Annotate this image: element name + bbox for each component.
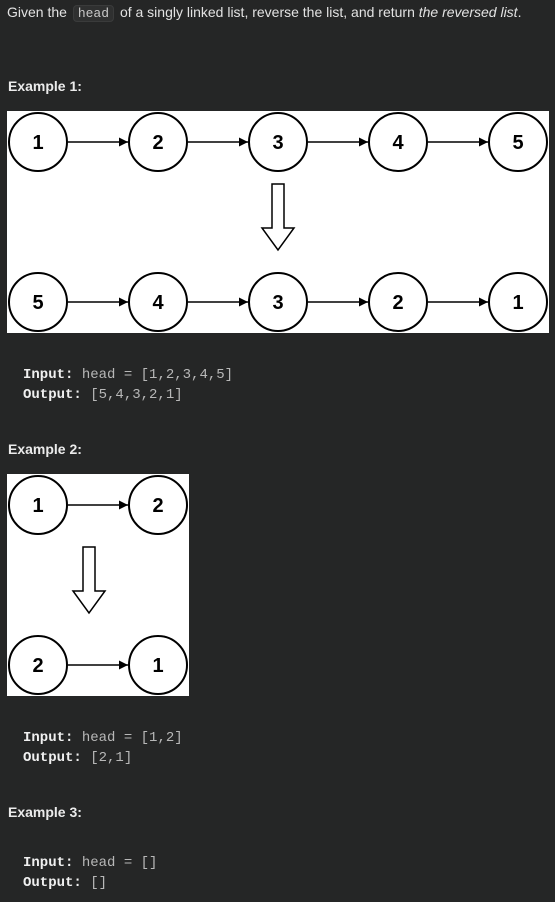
- input-label: Input:: [23, 367, 74, 383]
- example-2-title: Example 2:: [8, 441, 82, 457]
- svg-text:3: 3: [272, 292, 283, 314]
- svg-text:3: 3: [272, 132, 283, 154]
- node-bottom-1: 5: [8, 272, 68, 332]
- node-top-4: 4: [368, 112, 428, 172]
- output-label: Output:: [23, 387, 82, 403]
- node-top-5: 5: [488, 112, 548, 172]
- output-value: []: [90, 875, 108, 891]
- svg-text:1: 1: [32, 495, 43, 517]
- example-2-diagram: 1 2 2 1: [7, 474, 189, 696]
- output-label: Output:: [23, 875, 82, 891]
- svg-text:2: 2: [152, 495, 163, 517]
- input-value: head = [1,2,3,4,5]: [81, 367, 234, 383]
- node-bottom-1: 2: [8, 635, 68, 695]
- example-1-diagram: 1 2 3 4 5 5 4 3 2 1: [7, 111, 549, 333]
- svg-text:2: 2: [32, 655, 43, 677]
- example-1-title: Example 1:: [8, 78, 82, 94]
- svg-text:5: 5: [512, 132, 523, 154]
- down-arrow-icon: [260, 183, 296, 252]
- node-top-2: 2: [128, 112, 188, 172]
- svg-text:4: 4: [152, 292, 164, 314]
- svg-text:2: 2: [152, 132, 163, 154]
- svg-text:5: 5: [32, 292, 43, 314]
- svg-text:4: 4: [392, 132, 404, 154]
- svg-text:1: 1: [152, 655, 163, 677]
- output-value: [2,1]: [90, 750, 133, 766]
- node-top-2: 2: [128, 475, 188, 535]
- node-top-1: 1: [8, 112, 68, 172]
- problem-statement: Given the head of a singly linked list, …: [7, 4, 522, 22]
- node-bottom-2: 1: [128, 635, 188, 695]
- statement-emphasis: the reversed list: [418, 4, 518, 20]
- example-1-io: Input: head = [1,2,3,4,5] Output: [5,4,3…: [23, 365, 233, 405]
- example-3-io: Input: head = [] Output: []: [23, 853, 157, 893]
- node-bottom-4: 2: [368, 272, 428, 332]
- output-label: Output:: [23, 750, 82, 766]
- example-2-linked-list-svg: 1 2 2 1: [8, 475, 188, 695]
- inline-code-head: head: [72, 5, 115, 22]
- input-value: head = []: [81, 855, 158, 871]
- input-label: Input:: [23, 855, 74, 871]
- node-bottom-3: 3: [248, 272, 308, 332]
- example-1-linked-list-svg: 1 2 3 4 5 5 4 3 2 1: [8, 112, 548, 332]
- statement-text-after: .: [517, 4, 522, 20]
- down-arrow-icon: [71, 546, 107, 615]
- node-bottom-5: 1: [488, 272, 548, 332]
- example-3-title: Example 3:: [8, 804, 82, 820]
- input-label: Input:: [23, 730, 74, 746]
- statement-text-before: Given the: [7, 4, 67, 20]
- svg-text:1: 1: [32, 132, 43, 154]
- node-top-1: 1: [8, 475, 68, 535]
- node-bottom-2: 4: [128, 272, 188, 332]
- output-value: [5,4,3,2,1]: [90, 387, 183, 403]
- input-value: head = [1,2]: [81, 730, 183, 746]
- node-top-3: 3: [248, 112, 308, 172]
- statement-text-middle: of a singly linked list, reverse the lis…: [119, 4, 415, 20]
- svg-text:2: 2: [392, 292, 403, 314]
- svg-text:1: 1: [512, 292, 523, 314]
- example-2-io: Input: head = [1,2] Output: [2,1]: [23, 728, 183, 768]
